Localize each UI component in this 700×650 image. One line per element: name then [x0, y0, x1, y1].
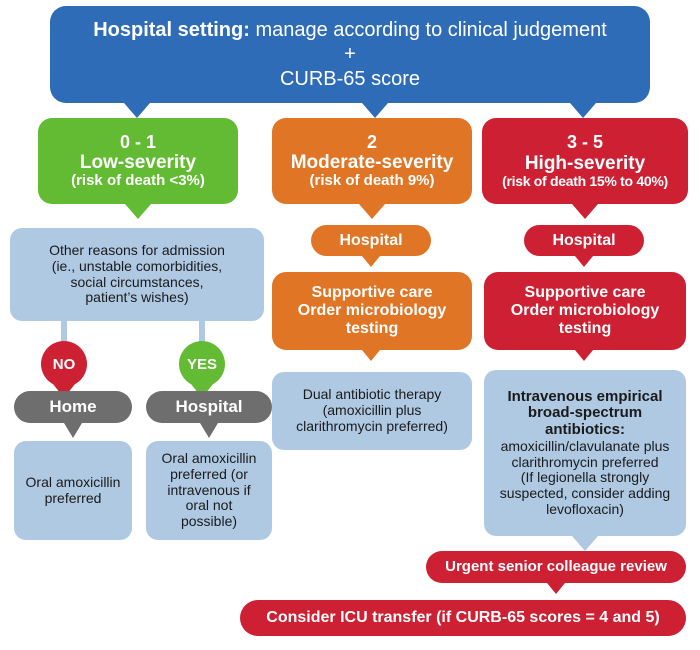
decision-badge-yes: YES	[179, 341, 225, 387]
hospital-treatment-line-3: intravenous if	[167, 481, 251, 498]
arrow-high-to-setting	[572, 204, 598, 219]
header-banner: Hospital setting: manage according to cl…	[50, 6, 650, 103]
moderate-setting-box: Hospital	[311, 225, 431, 256]
arrow-review-to-icu	[547, 583, 565, 594]
moderate-therapy-line-1: Dual antibiotic therapy	[302, 386, 442, 403]
arrow-moderate-setting-to-care	[362, 256, 380, 267]
icu-transfer-label: Consider ICU transfer (if CURB-65 scores…	[266, 609, 660, 627]
high-care-box: Supportive care Order microbiology testi…	[484, 272, 686, 350]
severity-label-low: Low-severity	[79, 152, 197, 174]
high-therapy-bold-2: broad-spectrum	[527, 404, 643, 422]
hospital-treatment-line-4: oral not	[185, 497, 233, 514]
home-treatment-line-2: preferred	[44, 489, 102, 506]
severity-score-high: 3 - 5	[566, 132, 604, 153]
decision-badge-no-label: NO	[52, 355, 76, 373]
severity-label-moderate: Moderate-severity	[290, 152, 454, 174]
header-plus: +	[344, 43, 356, 66]
high-therapy-line-5: clarithromycin preferred	[511, 453, 659, 470]
destination-home-label: Home	[49, 397, 97, 417]
severity-risk-moderate: (risk of death 9%)	[309, 172, 435, 190]
high-therapy-bold-3: antibiotics:	[544, 421, 625, 439]
arrow-header-to-high	[570, 103, 596, 118]
moderate-care-line-2: Order microbiology	[297, 302, 447, 320]
header-title-bold: Hospital setting:	[93, 18, 250, 41]
high-therapy-box: Intravenous empirical broad-spectrum ant…	[484, 370, 686, 536]
arrow-header-to-low	[124, 103, 150, 118]
severity-box-moderate: 2 Moderate-severity (risk of death 9%)	[272, 118, 472, 204]
high-therapy-line-8: levofloxacin)	[546, 500, 624, 517]
arrow-moderate-care-to-therapy	[362, 350, 380, 361]
arrow-home-to-treatment	[64, 423, 82, 438]
low-home-treatment-box: Oral amoxicillin preferred	[14, 441, 132, 540]
stem-reasons-to-yes	[199, 321, 205, 343]
moderate-therapy-line-2: (amoxicillin plus	[322, 402, 422, 419]
high-care-line-1: Supportive care	[524, 284, 646, 302]
arrow-header-to-moderate	[362, 103, 388, 118]
hospital-treatment-line-2: preferred (or	[170, 465, 248, 482]
destination-hospital-label: Hospital	[175, 397, 243, 417]
reasons-line-3: social circumstances,	[70, 273, 204, 290]
moderate-therapy-line-3: clarithromycin preferred)	[296, 417, 448, 434]
decision-badge-no: NO	[41, 341, 87, 387]
severity-score-low: 0 - 1	[119, 131, 157, 152]
severity-risk-low: (risk of death <3%)	[71, 172, 205, 190]
arrow-high-care-to-therapy	[575, 350, 593, 361]
low-hospital-treatment-box: Oral amoxicillin preferred (or intraveno…	[146, 441, 272, 540]
destination-home-box: Home	[14, 391, 132, 423]
severity-box-high: 3 - 5 High-severity (risk of death 15% t…	[482, 118, 688, 204]
low-other-reasons-box: Other reasons for admission (ie., unstab…	[10, 228, 264, 321]
high-care-line-2: Order microbiology	[510, 302, 660, 320]
high-care-line-3: testing	[558, 319, 612, 337]
moderate-care-line-1: Supportive care	[311, 284, 433, 302]
header-title-line: Hospital setting: manage according to cl…	[93, 19, 607, 41]
arrow-high-therapy-to-review	[572, 536, 598, 551]
high-therapy-line-6: (If legionella strongly	[520, 469, 650, 486]
urgent-review-label: Urgent senior colleague review	[445, 557, 667, 575]
destination-hospital-box: Hospital	[146, 391, 272, 423]
arrow-hospital-to-treatment	[200, 423, 218, 438]
moderate-therapy-box: Dual antibiotic therapy (amoxicillin plu…	[272, 372, 472, 450]
icu-transfer-box: Consider ICU transfer (if CURB-65 scores…	[240, 600, 686, 636]
urgent-review-box: Urgent senior colleague review	[426, 551, 686, 583]
reasons-line-4: patient’s wishes)	[85, 289, 189, 306]
home-treatment-line-1: Oral amoxicillin	[25, 473, 121, 490]
arrow-moderate-to-setting	[359, 204, 385, 219]
arrow-high-setting-to-care	[575, 256, 593, 267]
reasons-line-1: Other reasons for admission	[49, 242, 225, 259]
high-therapy-bold-1: Intravenous empirical	[507, 387, 663, 405]
header-subtitle: CURB-65 score	[279, 67, 421, 90]
high-therapy-line-7: suspected, consider adding	[499, 485, 671, 502]
severity-box-low: 0 - 1 Low-severity (risk of death <3%)	[38, 118, 238, 204]
hospital-treatment-line-5: possible)	[180, 513, 238, 529]
high-setting-label: Hospital	[552, 231, 616, 249]
header-title-rest: manage according to clinical judgement	[249, 18, 607, 41]
high-setting-box: Hospital	[524, 225, 644, 256]
high-therapy-line-4: amoxicillin/clavulanate plus	[500, 438, 670, 455]
severity-label-high: High-severity	[524, 152, 646, 174]
severity-risk-high: (risk of death 15% to 40%)	[502, 172, 668, 189]
reasons-line-2: (ie., unstable comorbidities,	[51, 257, 223, 274]
stem-reasons-to-no	[61, 321, 67, 343]
moderate-care-line-3: testing	[345, 319, 399, 337]
severity-score-moderate: 2	[366, 131, 377, 152]
moderate-care-box: Supportive care Order microbiology testi…	[272, 272, 472, 350]
arrow-low-to-reasons	[125, 204, 151, 219]
moderate-setting-label: Hospital	[339, 231, 403, 249]
decision-badge-yes-label: YES	[186, 355, 217, 373]
hospital-treatment-line-1: Oral amoxicillin	[161, 450, 257, 467]
